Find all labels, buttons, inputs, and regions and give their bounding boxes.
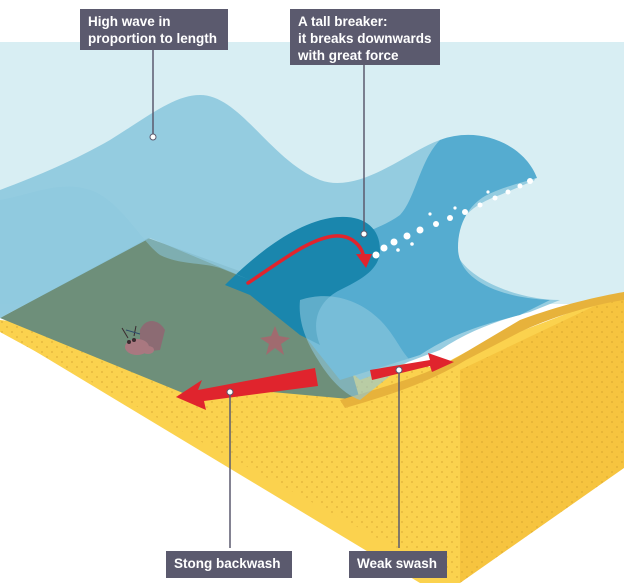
wave-front-slab [0, 186, 250, 318]
backwash-arrow [176, 368, 318, 410]
label-swash: Weak swash [349, 551, 447, 578]
label-high-wave-line-2: proportion to length [88, 31, 217, 46]
breaker-barrel [225, 216, 380, 345]
label-backwash: Stong backwash [166, 551, 292, 578]
wet-sand-edge [340, 292, 624, 408]
starfish-icon [260, 326, 290, 355]
label-tall-breaker-line-2: it breaks downwards [298, 31, 432, 46]
label-tall-breaker: A tall breaker: it breaks downwards with… [290, 9, 440, 65]
label-high-wave: High wave in proportion to length [80, 9, 228, 50]
breaking-direction-arrowhead [356, 254, 372, 268]
breaking-direction-arrow [246, 234, 366, 285]
leader-lines [152, 50, 400, 548]
label-tall-breaker-line-1: A tall breaker: [298, 14, 388, 29]
spray-foam [372, 178, 533, 259]
swash-arrow [370, 353, 454, 380]
hermit-crab-icon [121, 321, 165, 355]
label-backwash-text: Stong backwash [174, 556, 281, 571]
sand-side-dots [460, 292, 624, 583]
label-high-wave-line-1: High wave in [88, 14, 171, 29]
label-tall-breaker-line-3: with great force [298, 48, 399, 63]
leader-dots [149, 133, 403, 396]
label-swash-text: Weak swash [357, 556, 438, 571]
seabed [0, 238, 360, 400]
